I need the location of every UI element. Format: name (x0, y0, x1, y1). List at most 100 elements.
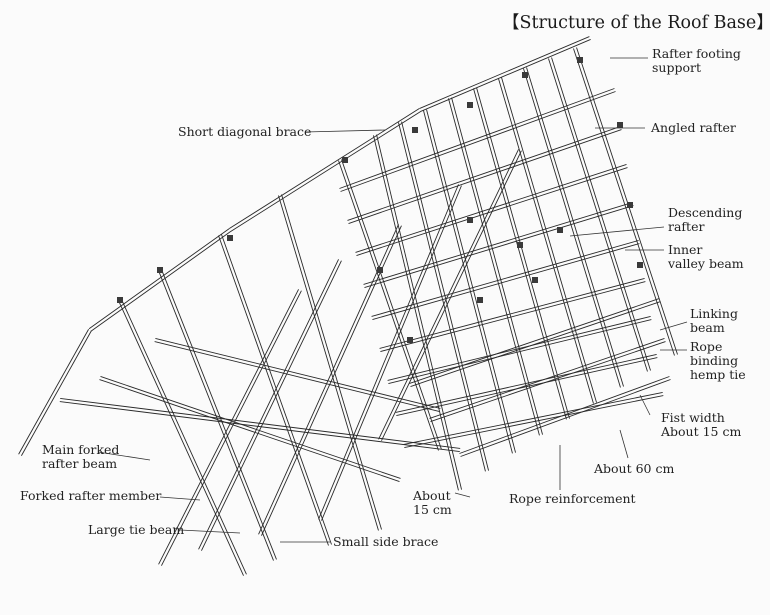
forked-rafter-member (161, 290, 302, 566)
label-leader-line (454, 492, 471, 498)
forked-rafter-member (158, 289, 299, 565)
descending-rafter (426, 109, 516, 453)
rope-binding-tie (467, 217, 473, 223)
angled-rafter (388, 319, 652, 384)
large-tie-beam (59, 401, 460, 453)
label-leader-line (639, 394, 651, 416)
descending-rafter (401, 121, 489, 471)
ridge-beam (18, 328, 89, 455)
descending-rafter (573, 48, 675, 356)
rope-binding-tie (557, 227, 563, 233)
label-leader-line (159, 496, 201, 501)
ridge-beam (419, 36, 590, 109)
rope-binding-tie (617, 122, 623, 128)
label-rafter-footing-support: Rafter footing support (652, 46, 741, 75)
descending-rafter (501, 77, 597, 403)
large-tie-beam (60, 397, 461, 449)
descending-rafter (498, 78, 594, 404)
angled-rafter (348, 129, 622, 224)
label-about-60-cm: About 60 cm (594, 461, 675, 476)
angled-rafter (355, 164, 627, 253)
forked-rafter-member (321, 185, 462, 521)
angled-rafter (396, 357, 658, 417)
label-rope-reinforcement: Rope reinforcement (509, 491, 636, 506)
ridge-beam (21, 330, 92, 457)
label-small-side-brace: Small side brace (333, 534, 439, 549)
descending-rafter (451, 97, 543, 435)
rope-binding-tie (157, 267, 163, 273)
descending-rafter (448, 98, 540, 436)
descending-rafter (576, 47, 678, 355)
ridge-beam (88, 228, 230, 330)
small-side-brace (155, 338, 441, 409)
rope-binding-tie (627, 202, 633, 208)
label-about-15-cm: About 15 cm (413, 488, 452, 517)
rope-binding-tie (532, 277, 538, 283)
forked-rafter-member (218, 235, 329, 546)
angled-rafter (339, 88, 615, 189)
label-inner-valley-beam: Inner valley beam (668, 242, 744, 271)
forked-rafter-member (118, 300, 244, 576)
linking-beam (460, 379, 671, 457)
rope-binding-tie (407, 337, 413, 343)
descending-rafter (423, 110, 513, 454)
forked-rafter-member (161, 269, 277, 560)
ridge-beam (228, 108, 420, 230)
forked-rafter-member (221, 234, 332, 545)
rope-binding-tie (477, 297, 483, 303)
ridge-beam (90, 230, 232, 332)
large-tie-beam (100, 376, 401, 479)
descending-rafter (376, 134, 462, 490)
angled-rafter (380, 281, 646, 352)
forked-rafter-member (201, 260, 342, 551)
descending-rafter (373, 135, 459, 491)
label-short-diagonal-brace: Short diagonal brace (178, 124, 312, 139)
forked-rafter-member (121, 299, 247, 575)
small-side-brace (154, 341, 440, 412)
label-leader-line (659, 321, 688, 331)
forked-rafter-member (378, 149, 519, 440)
angled-rafter (404, 395, 664, 449)
angled-rafter (387, 316, 651, 381)
label-leader-line (97, 451, 151, 461)
angled-rafter (372, 243, 640, 320)
rope-binding-tie (227, 235, 233, 241)
angled-rafter (347, 126, 621, 221)
label-rope-binding: Rope binding hemp tie (690, 339, 746, 382)
forked-rafter-member (341, 159, 442, 450)
label-leader-line (569, 226, 665, 237)
angled-rafter (395, 353, 657, 413)
angled-rafter (371, 240, 639, 317)
rope-binding-tie (467, 102, 473, 108)
linking-beam (409, 298, 660, 384)
rope-binding-tie (377, 267, 383, 273)
angled-rafter (363, 202, 633, 285)
descending-rafter (476, 87, 570, 419)
forked-rafter-member (258, 224, 399, 535)
large-tie-beam (99, 379, 400, 482)
angled-rafter (364, 205, 634, 288)
rope-binding-tie (637, 262, 643, 268)
descending-rafter (551, 57, 651, 371)
forked-rafter-member (278, 195, 379, 531)
angled-rafter (403, 391, 663, 445)
diagram-title: 【Structure of the Roof Base】 (502, 13, 770, 33)
ridge-beam (230, 110, 422, 232)
label-descending-rafter: Descending rafter (668, 205, 743, 234)
forked-rafter-member (281, 194, 382, 530)
descending-rafter (526, 67, 624, 387)
label-large-tie-beam: Large tie beam (88, 522, 185, 537)
rope-binding-tie (117, 297, 123, 303)
forked-rafter-member (338, 160, 439, 451)
descending-rafter (548, 58, 648, 372)
label-leader-line (619, 429, 629, 459)
label-angled-rafter: Angled rafter (651, 120, 736, 135)
label-main-forked-rafter-beam: Main forked rafter beam (42, 442, 120, 471)
rope-binding-tie (517, 242, 523, 248)
descending-rafter (523, 68, 621, 388)
rope-binding-tie (412, 127, 418, 133)
label-fist-width: Fist width About 15 cm (661, 410, 742, 439)
rope-binding-tie (342, 157, 348, 163)
label-linking-beam: Linking beam (690, 306, 738, 335)
